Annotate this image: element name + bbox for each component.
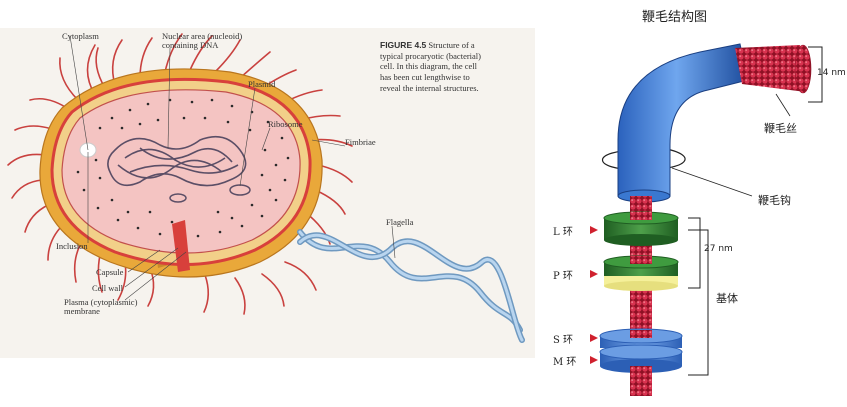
label-basal-body: 基体	[716, 292, 738, 305]
measure-14nm: 14 nm	[817, 68, 846, 78]
ribosomes	[76, 98, 290, 238]
label-fimbriae: Fimbriae	[345, 137, 376, 147]
label-capsule: Capsule	[96, 267, 124, 277]
cytoplasm-region	[61, 89, 301, 254]
label-ribosome: Ribosome	[268, 119, 303, 129]
label-hook: 鞭毛钩	[758, 194, 791, 207]
flagellum	[297, 229, 525, 343]
flagellar-hook	[617, 43, 749, 197]
flagellar-filament	[735, 45, 806, 92]
caption-line: has been cut lengthwise to	[380, 71, 470, 82]
label-m-ring: M 环	[553, 357, 577, 368]
label-filament: 鞭毛丝	[764, 122, 797, 135]
label-p-ring: P 环	[553, 271, 573, 282]
caption-line: cell. In this diagram, the cell	[380, 61, 478, 72]
label-flagella: Flagella	[386, 217, 414, 227]
measurement-brackets	[688, 46, 823, 376]
label-plasma-membrane: Plasma (cytoplasmic) membrane	[64, 297, 138, 316]
caption-line: reveal the internal structures.	[380, 82, 479, 93]
label-l-ring: L 环	[553, 227, 573, 238]
label-cell-wall: Cell wall	[92, 283, 123, 293]
label-plasmid: Plasmid	[248, 79, 276, 89]
caption-title: FIGURE 4.5	[380, 40, 427, 50]
caption-line: typical procaryotic (bacterial)	[380, 50, 481, 61]
ring-arrows	[590, 226, 598, 364]
plasmid-ring	[169, 193, 187, 203]
measure-27nm: 27 nm	[704, 244, 733, 254]
caption-line: Structure of a	[428, 40, 475, 50]
nucleoid	[107, 135, 247, 187]
label-inclusion: Inclusion	[56, 241, 88, 251]
label-cytoplasm: Cytoplasm	[62, 31, 99, 41]
label-nuclear-area: Nuclear area (nucleoid) containing DNA	[162, 31, 243, 50]
callout-lines	[671, 93, 791, 197]
leader-lines	[69, 35, 396, 301]
figure-caption: FIGURE 4.5 Structure of a typical procar…	[380, 40, 481, 93]
label-s-ring: S 环	[553, 335, 574, 346]
flagellum-diagram-title: 鞭毛结构图	[642, 10, 708, 25]
